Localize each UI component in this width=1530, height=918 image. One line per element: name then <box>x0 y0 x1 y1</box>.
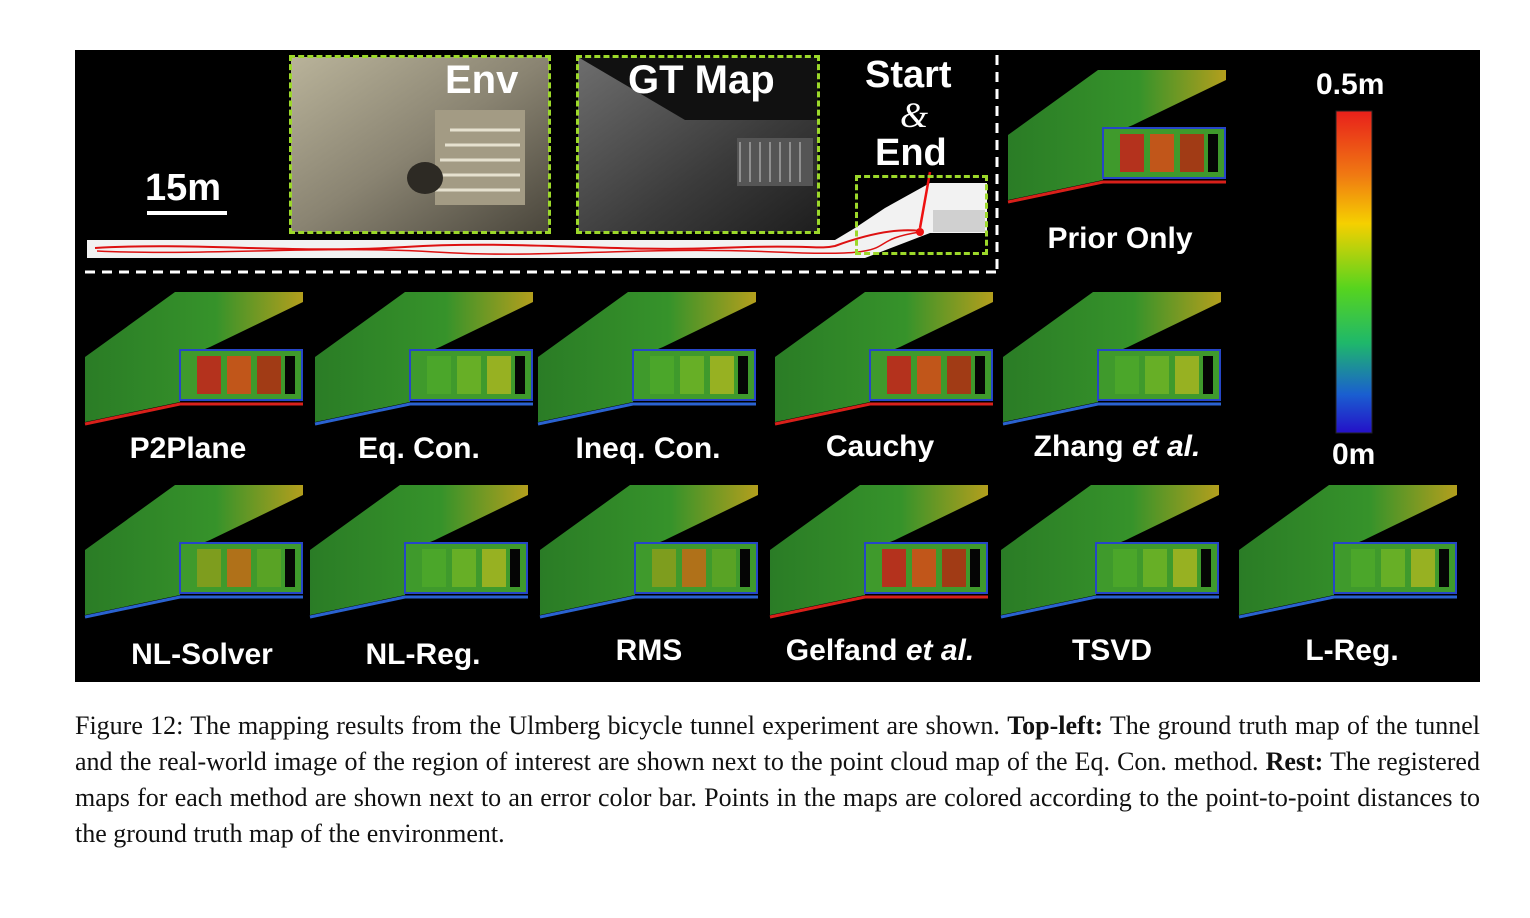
colorbar-min-label: 0m <box>1332 438 1376 471</box>
caption-text-1: The mapping results from the Ulmberg bic… <box>183 711 1008 740</box>
map-panel-l-reg <box>1238 485 1457 619</box>
panel-label-text: NL-Solver <box>131 638 273 671</box>
panel-label-text: Prior Only <box>1047 222 1193 255</box>
figure-canvas: 15m Env GT Map Start & End 0.5m 0m Prior… <box>75 50 1480 682</box>
tunnel-map <box>87 183 987 258</box>
panel-label: TSVD <box>997 634 1227 668</box>
figure-graphics <box>84 55 1457 619</box>
start-end-marker <box>916 228 924 236</box>
panel-label: Cauchy <box>765 430 995 464</box>
panel-label-text: Eq. Con. <box>358 432 480 465</box>
panel-label: Prior Only <box>1005 222 1235 256</box>
map-panel-tsvd <box>1000 485 1219 619</box>
panel-label: Eq. Con. <box>304 432 534 466</box>
env-frame <box>289 55 551 234</box>
gt-map-dark-region <box>578 57 818 120</box>
end-label: End <box>875 132 947 174</box>
map-panel-ineq-con <box>537 292 756 426</box>
panel-label-text: Gelfand <box>785 634 906 667</box>
map-panel-eq-con <box>314 292 533 426</box>
panel-label: NL-Reg. <box>308 638 538 672</box>
figure-caption: Figure 12: The mapping results from the … <box>75 708 1480 852</box>
gt-map-label: GT Map <box>628 58 775 102</box>
panel-label: L-Reg. <box>1237 634 1467 668</box>
colorbar <box>1335 110 1373 434</box>
panel-label-text: RMS <box>615 634 683 667</box>
panel-label-italic: et al. <box>905 634 975 667</box>
map-panel-zhang <box>1002 292 1221 426</box>
panel-label: RMS <box>534 634 764 668</box>
caption-bold-top-left: Top-left: <box>1007 711 1104 740</box>
scale-label: 15m <box>145 167 222 209</box>
trajectory-path <box>94 229 921 251</box>
env-photo-bollard <box>407 162 443 194</box>
map-panel-prior-only <box>1007 70 1226 204</box>
panel-label-text: P2Plane <box>129 432 247 465</box>
panel-label: Gelfand et al. <box>765 634 995 668</box>
map-panel-rms <box>539 485 758 619</box>
panel-label-text: Zhang <box>1033 430 1132 463</box>
env-label: Env <box>445 58 519 102</box>
panel-label: Zhang et al. <box>1002 430 1232 464</box>
panel-label-text: L-Reg. <box>1305 634 1399 667</box>
caption-text-2: The ground truth map of the tunnel and t… <box>75 711 1480 776</box>
map-panel-cauchy <box>774 292 993 426</box>
caption-figure-number: Figure 12: <box>75 711 184 740</box>
panel-label: NL-Solver <box>87 638 317 672</box>
ampersand-label: & <box>900 95 929 135</box>
panel-label: Ineq. Con. <box>533 432 763 466</box>
panel-label-text: NL-Reg. <box>365 638 481 671</box>
panel-label-text: Ineq. Con. <box>575 432 721 465</box>
map-panel-nl-reg <box>309 485 528 619</box>
map-panel-gelfand <box>769 485 988 619</box>
trajectory-path-return <box>96 231 921 255</box>
map-panel-p2plane <box>84 292 303 426</box>
start-end-arrow <box>918 171 932 229</box>
panel-label-italic: et al. <box>1131 430 1201 463</box>
gt-map-frame <box>576 55 820 234</box>
colorbar-max-label: 0.5m <box>1316 68 1385 101</box>
roi-frame <box>855 175 988 255</box>
start-label: Start <box>865 54 952 96</box>
panel-label-text: TSVD <box>1071 634 1152 667</box>
panel-label: P2Plane <box>75 432 303 466</box>
panel-label-text: Cauchy <box>825 430 935 463</box>
caption-text-3: The registered maps for each method are … <box>75 747 1480 848</box>
map-panel-nl-solver <box>84 485 303 619</box>
caption-bold-rest: Rest: <box>1265 747 1324 776</box>
tunnel-end-block <box>933 210 985 232</box>
